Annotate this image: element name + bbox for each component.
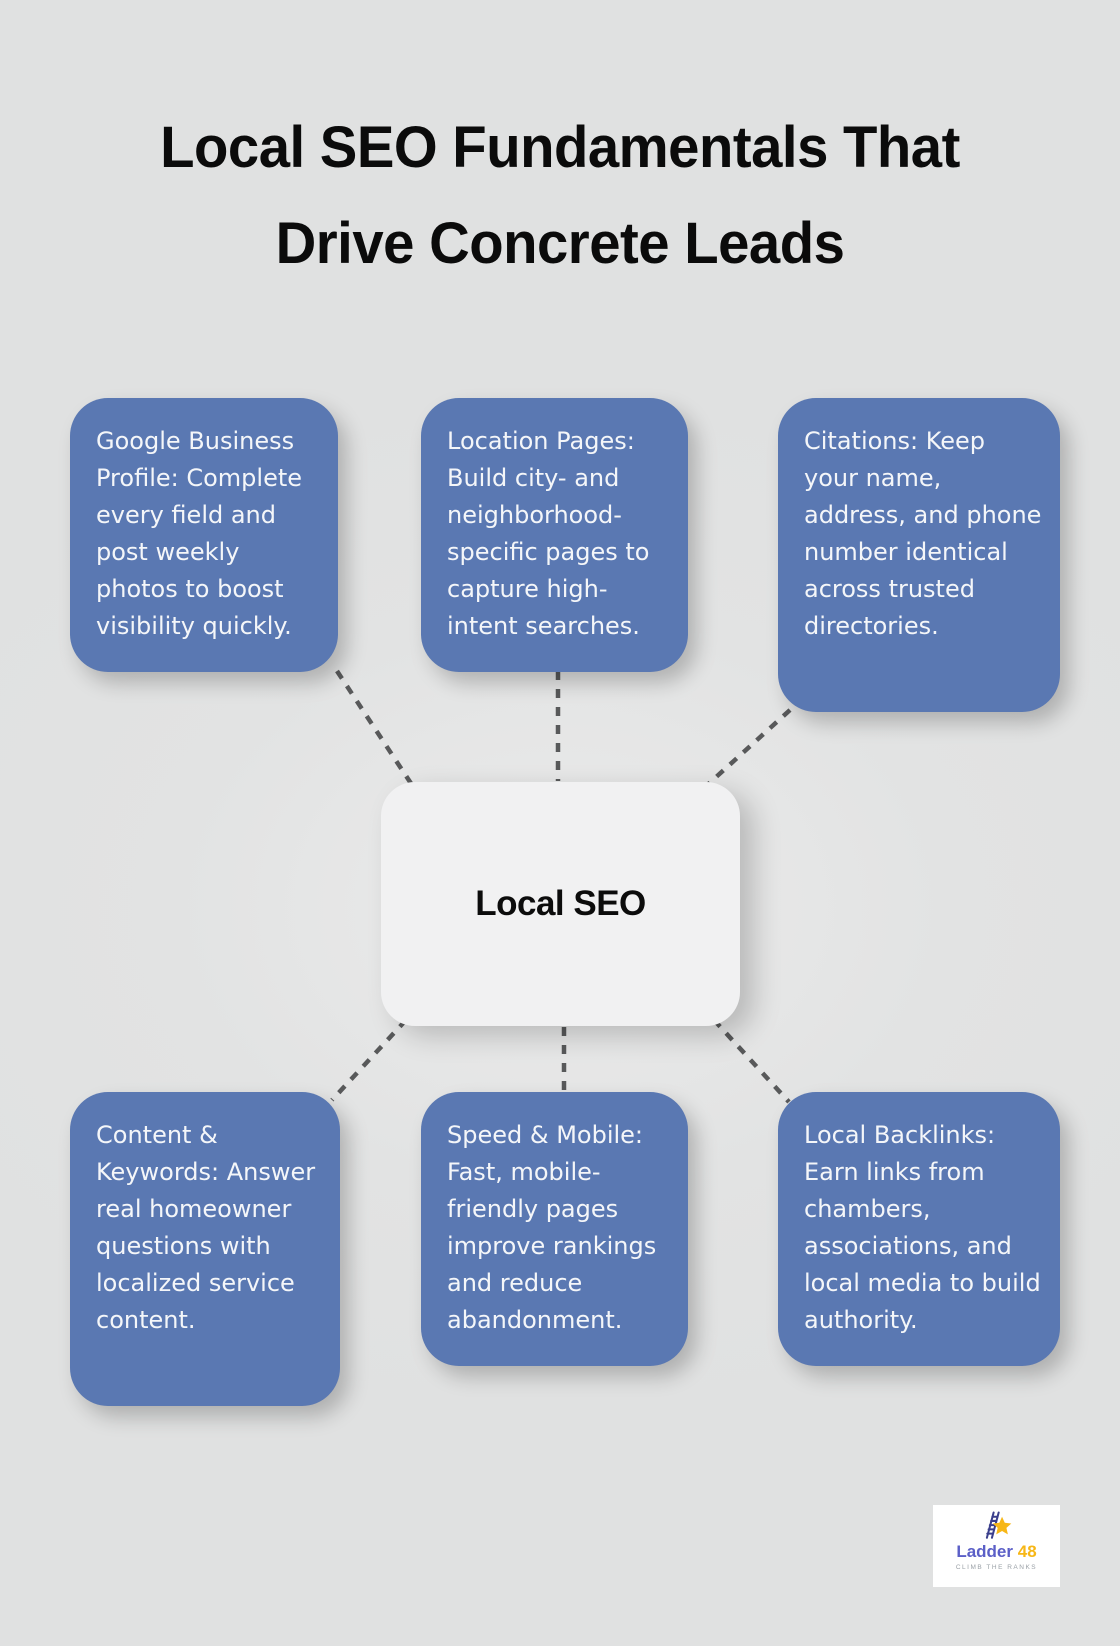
node-google-business-profile-text: Google Business Profile: Complete every …	[96, 427, 303, 640]
page-title-line2: Drive Concrete Leads	[275, 211, 845, 276]
node-citations: Citations: Keep your name, address, and …	[778, 398, 1060, 712]
page-title: Local SEO Fundamentals That Drive Concre…	[17, 100, 1103, 292]
node-speed-mobile: Speed & Mobile: Fast, mobile-friendly pa…	[421, 1092, 688, 1366]
ladder-star-icon	[985, 1511, 1011, 1539]
connector-bottom-left	[330, 1018, 408, 1102]
page-title-line1: Local SEO Fundamentals That	[160, 115, 960, 180]
node-content-keywords: Content & Keywords: Answer real homeowne…	[70, 1092, 340, 1406]
brand-tagline: CLIMB THE RANKS	[955, 1564, 1038, 1571]
node-location-pages: Location Pages: Build city- and neighbor…	[421, 398, 688, 672]
brand-logo: Ladder 48 CLIMB THE RANKS	[933, 1505, 1060, 1587]
connector-top-right	[702, 708, 792, 790]
node-citations-text: Citations: Keep your name, address, and …	[804, 427, 1042, 640]
center-node-local-seo: Local SEO	[381, 782, 740, 1026]
node-speed-mobile-text: Speed & Mobile: Fast, mobile-friendly pa…	[447, 1121, 657, 1334]
star-shape	[992, 1516, 1011, 1535]
connector-bottom-right	[712, 1018, 791, 1104]
brand-name: Ladder 48	[956, 1543, 1036, 1561]
brand-name-primary: Ladder	[956, 1542, 1014, 1561]
node-location-pages-text: Location Pages: Build city- and neighbor…	[447, 427, 650, 640]
connector-top-left	[335, 669, 416, 790]
node-local-backlinks-text: Local Backlinks: Earn links from chamber…	[804, 1121, 1041, 1334]
node-google-business-profile: Google Business Profile: Complete every …	[70, 398, 338, 672]
node-local-backlinks: Local Backlinks: Earn links from chamber…	[778, 1092, 1060, 1366]
center-node-label: Local SEO	[475, 884, 646, 923]
node-content-keywords-text: Content & Keywords: Answer real homeowne…	[96, 1121, 316, 1334]
brand-name-accent: 48	[1017, 1542, 1037, 1561]
